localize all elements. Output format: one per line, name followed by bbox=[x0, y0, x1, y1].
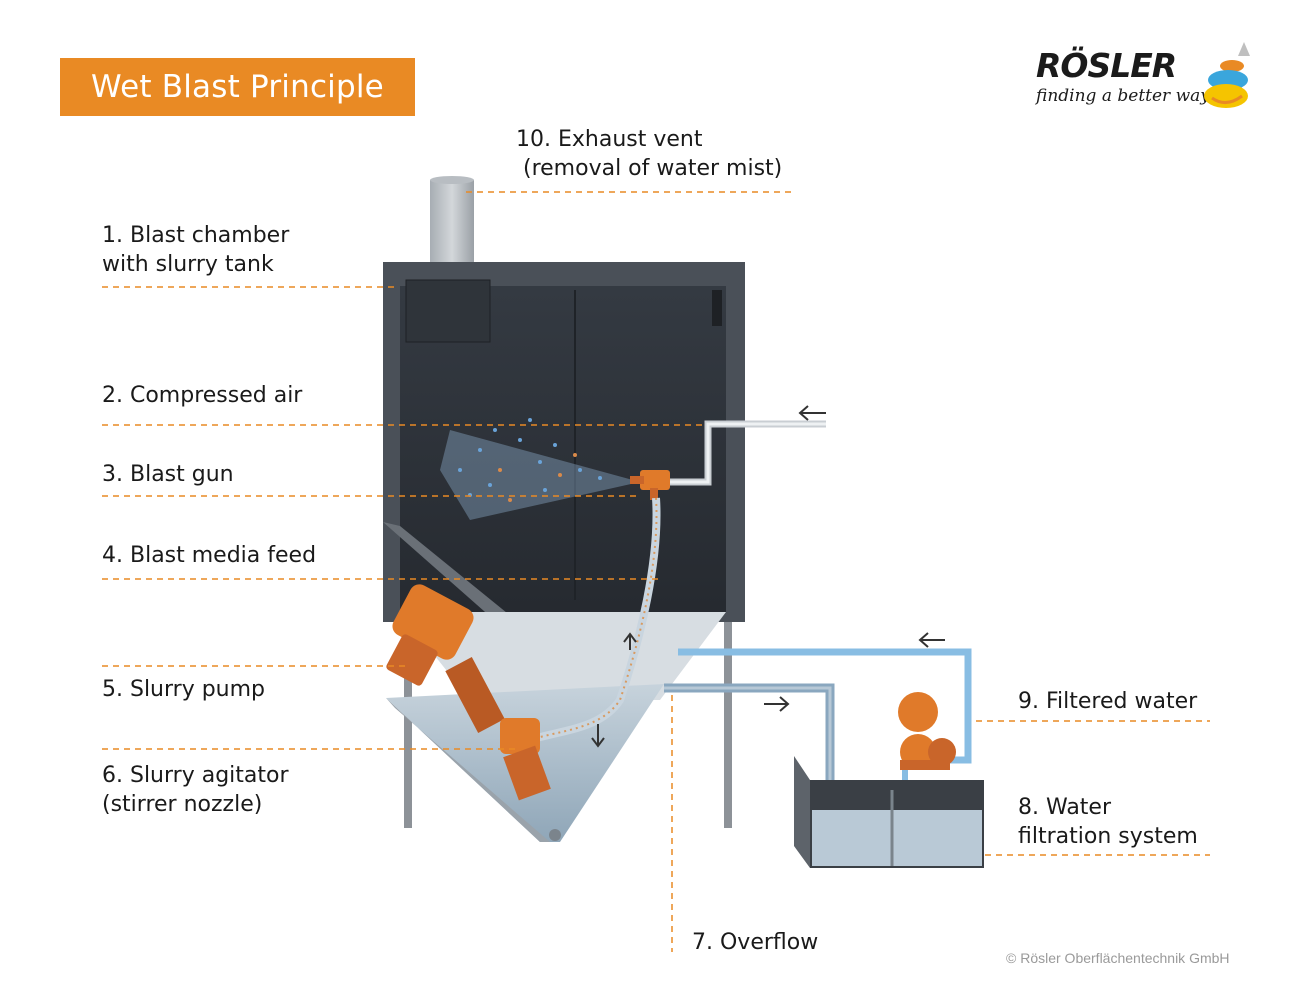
label-exhaust-vent: 10. Exhaust vent (removal of water mist) bbox=[516, 127, 783, 181]
media-feed-hose bbox=[528, 497, 661, 744]
page-title: Wet Blast Principle bbox=[60, 58, 415, 116]
diaphragm-pump bbox=[898, 692, 956, 770]
compressed-air-line bbox=[668, 420, 826, 486]
label-filtered-water: 9. Filtered water bbox=[1018, 689, 1198, 714]
arrow-right-icon bbox=[764, 696, 790, 712]
label-blast-gun: 3. Blast gun bbox=[102, 462, 234, 487]
leader-lines bbox=[102, 191, 1210, 952]
label-slurry-pump: 5. Slurry pump bbox=[102, 677, 266, 702]
arrow-left-icon bbox=[798, 405, 826, 421]
arrow-up-icon bbox=[623, 632, 637, 650]
copyright-notice: © Rösler Oberflächentechnik GmbH bbox=[1006, 950, 1230, 966]
label-blast-chamber: 1. Blast chamber with slurry tank bbox=[102, 223, 290, 277]
flow-arrows bbox=[591, 405, 945, 748]
blast-gun bbox=[630, 470, 670, 500]
brand-mark-icon bbox=[1204, 42, 1250, 108]
water-filtration-tank bbox=[794, 756, 984, 868]
arrow-left-icon bbox=[918, 632, 945, 648]
label-water-filtration: 8. Water filtration system bbox=[1018, 795, 1198, 849]
slurry-pump bbox=[386, 584, 551, 801]
label-compressed-air: 2. Compressed air bbox=[102, 383, 303, 408]
label-slurry-agitator: 6. Slurry agitator (stirrer nozzle) bbox=[102, 763, 289, 817]
brand-tagline: finding a better way ... bbox=[1036, 86, 1232, 106]
overflow-pipe bbox=[664, 683, 835, 820]
brand-logo: RÖSLER finding a better way ... bbox=[1034, 40, 1259, 115]
label-blast-media-feed: 4. Blast media feed bbox=[102, 543, 317, 568]
brand-name: RÖSLER bbox=[1036, 46, 1177, 85]
blast-spray bbox=[440, 418, 640, 520]
exhaust-vent bbox=[430, 176, 474, 264]
label-overflow: 7. Overflow bbox=[692, 930, 819, 955]
blast-chamber bbox=[383, 262, 745, 842]
arrow-down-icon bbox=[591, 724, 605, 748]
